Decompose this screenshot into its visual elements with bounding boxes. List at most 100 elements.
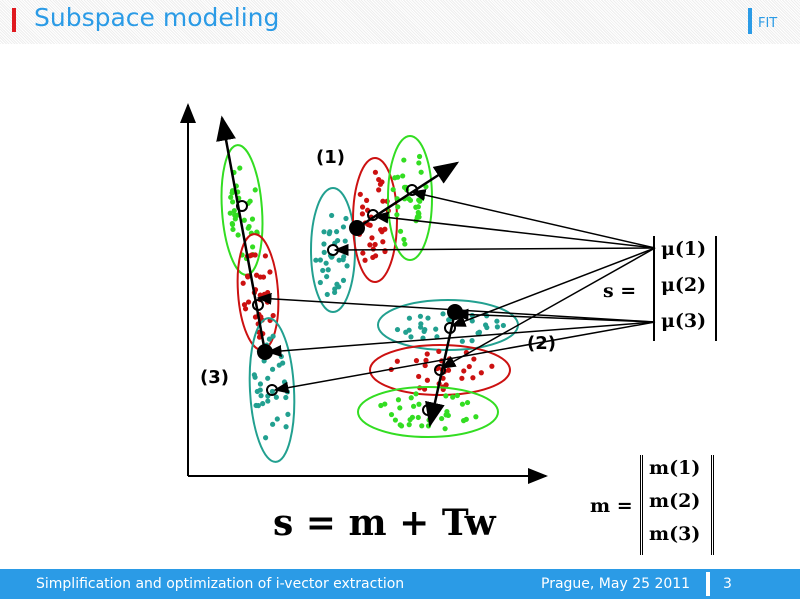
data-point [227, 210, 233, 216]
data-point [258, 393, 264, 399]
data-point [401, 157, 407, 163]
data-point [229, 221, 236, 228]
data-point [241, 302, 248, 308]
data-point [425, 315, 431, 321]
ubm-mean-dot [349, 220, 365, 236]
data-point [329, 212, 335, 219]
data-point [262, 253, 269, 259]
data-point [231, 208, 237, 214]
data-point [341, 254, 347, 260]
data-point [257, 274, 263, 280]
data-point [440, 311, 446, 317]
label-1: (1) [316, 147, 345, 168]
data-point [324, 273, 330, 280]
data-point [228, 194, 234, 200]
data-point [321, 241, 327, 247]
data-point [364, 197, 370, 203]
data-point [401, 236, 407, 243]
data-point [394, 358, 400, 364]
data-point [340, 277, 347, 283]
data-point [419, 423, 425, 429]
data-point [274, 416, 280, 422]
data-point [247, 198, 253, 204]
green-cluster [357, 386, 499, 438]
data-point [422, 362, 428, 369]
data-point [406, 315, 413, 321]
data-point [406, 422, 412, 428]
data-point [478, 370, 484, 376]
teal-cluster [248, 317, 296, 463]
data-point [317, 257, 324, 263]
page-number: 3 [723, 576, 732, 592]
data-point [402, 241, 408, 247]
green-cluster [387, 135, 433, 261]
data-point [369, 235, 375, 241]
speaker-mean-marker [422, 404, 434, 416]
data-point [450, 394, 456, 400]
data-point [407, 417, 413, 423]
data-point [484, 324, 490, 331]
data-point [439, 415, 445, 422]
fit-logo: FIT [748, 8, 777, 34]
data-point [336, 257, 342, 263]
data-point [397, 422, 403, 428]
data-point [229, 188, 236, 194]
data-point [394, 326, 401, 333]
data-point [344, 263, 350, 269]
data-point [333, 229, 340, 235]
ubm-mean-dot [257, 344, 273, 360]
red-cluster [352, 157, 398, 283]
data-point [372, 253, 379, 259]
data-point [362, 257, 368, 263]
data-point [459, 338, 465, 344]
data-point [415, 414, 421, 421]
data-point [265, 375, 271, 381]
data-point [283, 424, 289, 430]
data-point [324, 291, 330, 298]
data-point [416, 160, 422, 166]
data-point [416, 153, 423, 160]
mean-mapping-arrow [266, 321, 656, 357]
data-point [413, 391, 419, 397]
data-point [461, 368, 467, 374]
data-point [242, 306, 249, 312]
data-point [421, 328, 427, 334]
data-point [397, 228, 404, 234]
data-point [378, 227, 384, 233]
title-accent-bar [12, 8, 16, 32]
data-point [257, 387, 263, 393]
data-point [471, 356, 477, 362]
data-point [281, 379, 288, 385]
data-point [463, 416, 469, 422]
data-point [253, 402, 259, 409]
data-point [380, 239, 386, 245]
data-point [285, 411, 291, 417]
data-point [245, 299, 252, 305]
data-point [359, 204, 366, 210]
data-point [476, 329, 483, 335]
data-point [403, 329, 409, 335]
data-point [340, 224, 347, 230]
data-point [454, 392, 460, 399]
data-point [237, 165, 243, 171]
footer-date: Prague, May 25 2011 [541, 576, 691, 592]
data-point [473, 414, 479, 420]
mean-mapping-arrow [453, 308, 656, 323]
data-point [342, 238, 348, 244]
subspace-direction-arrow [216, 115, 267, 353]
data-point [466, 363, 472, 370]
data-point [244, 273, 251, 279]
data-point [443, 393, 449, 399]
subspace-direction-arrow [356, 161, 460, 230]
data-point [442, 426, 448, 432]
data-point [367, 242, 373, 248]
red-cluster [236, 233, 280, 351]
speaker-mean-marker [444, 322, 456, 334]
data-point [267, 269, 273, 275]
data-point [445, 367, 452, 373]
data-point [418, 321, 424, 327]
data-point [395, 397, 402, 403]
data-point [410, 403, 417, 409]
data-point [270, 421, 276, 427]
data-point [408, 334, 414, 340]
